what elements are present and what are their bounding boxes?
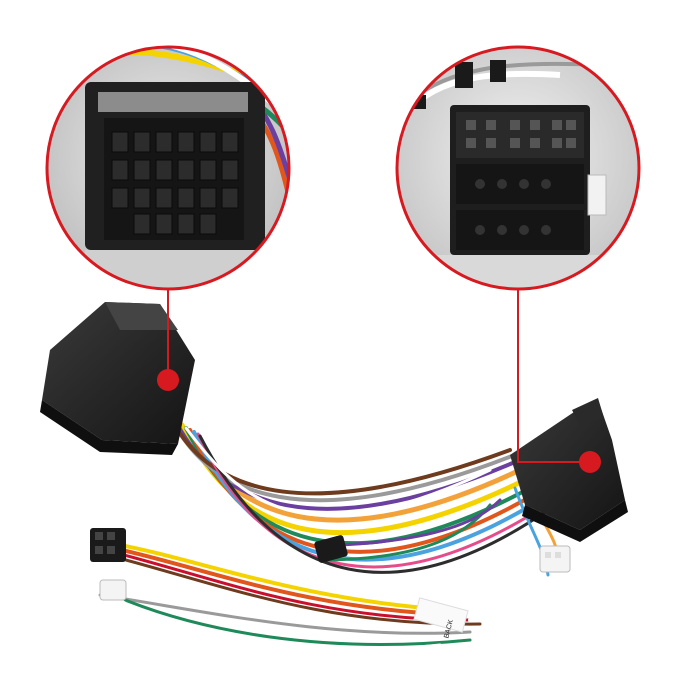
right-iso-connector	[510, 398, 628, 542]
right-callout-line	[517, 289, 580, 463]
wire-label-tag: BACK	[413, 597, 469, 640]
small-black-connector	[90, 528, 126, 562]
mid-black-plug	[314, 535, 348, 563]
left-zoom-callout	[45, 45, 291, 291]
right-callout-dot	[579, 451, 601, 473]
left-quadlock-connector	[40, 302, 195, 455]
label-tag-text: BACK	[443, 619, 455, 640]
white-plug-right	[539, 545, 571, 573]
white-plug-left	[99, 579, 127, 601]
left-callout-dot	[157, 369, 179, 391]
wire-bundle	[98, 410, 562, 652]
right-zoom-callout	[395, 45, 641, 291]
